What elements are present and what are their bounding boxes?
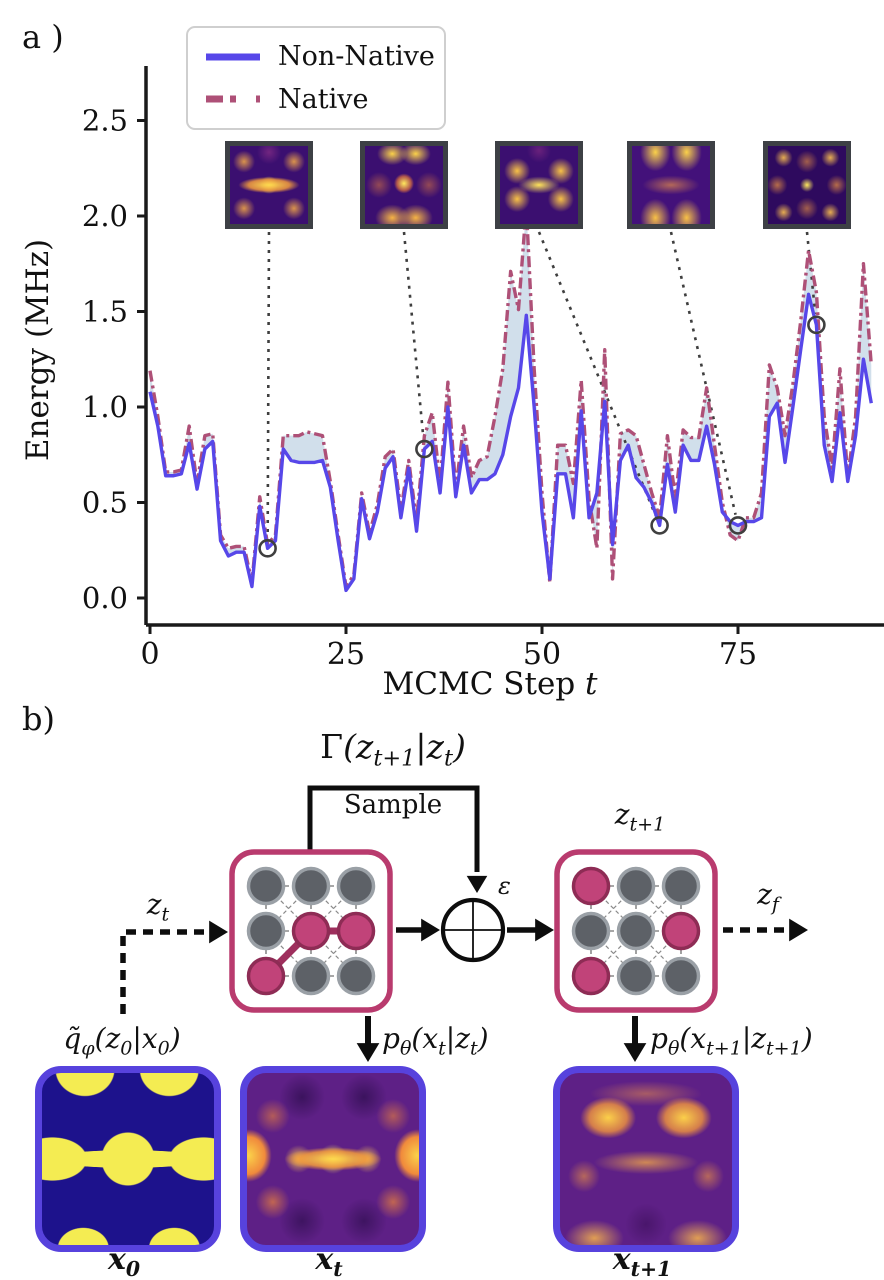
panel-b-label: b): [22, 700, 55, 738]
arrowhead: [789, 918, 808, 942]
arrowhead: [466, 875, 488, 893]
encoder-label: q̃φ(z0|x0): [63, 1022, 181, 1060]
sample-path: [307, 785, 480, 872]
non-native-line: [148, 292, 873, 593]
spin-node: [616, 956, 656, 996]
inset-connector-line: [402, 231, 425, 439]
spin-node-active: [571, 956, 611, 996]
y-tick-label: 2.0: [82, 199, 128, 233]
zt-label: zt: [146, 888, 170, 926]
decoder-t1-label: pθ(xt+1|zt+1): [650, 1022, 813, 1060]
spin-node-active: [291, 911, 331, 951]
inset-heatmap-1: [225, 141, 313, 229]
inset-heatmap-2: [360, 141, 448, 229]
spin-node: [571, 911, 611, 951]
x-tick-label: 25: [327, 637, 365, 672]
spin-node-active: [336, 911, 376, 951]
inset-heatmap-5: [763, 141, 851, 229]
arrowhead: [421, 918, 440, 942]
spin-node: [246, 866, 286, 906]
marked-point: [728, 516, 748, 535]
decoder-t-label: pθ(xt|zt): [382, 1022, 489, 1060]
arrowhead: [623, 1043, 647, 1062]
arrowhead: [535, 918, 554, 942]
spin-node: [661, 956, 701, 996]
panel-a-label: a ): [22, 18, 64, 56]
x-tick-label: 75: [719, 637, 757, 672]
inset-heatmap-3: [495, 141, 583, 229]
marked-point: [258, 539, 277, 558]
spin-node: [336, 956, 376, 996]
spin-node: [616, 911, 656, 951]
caption-xt1: xt+1: [612, 1242, 672, 1280]
spin-node: [246, 911, 286, 951]
arrowhead: [356, 1043, 380, 1062]
spin-node-active: [246, 956, 286, 996]
y-tick-label: 1.5: [82, 295, 128, 329]
spin-node-active: [571, 866, 611, 906]
native-line: [148, 204, 873, 589]
y-tick-label: 0.0: [82, 581, 128, 615]
spin-node: [661, 866, 701, 906]
legend-item-native: Native: [188, 84, 444, 115]
x-tick-label: 50: [523, 637, 561, 672]
y-tick-label: 0.5: [82, 486, 128, 520]
spin-node: [616, 866, 656, 906]
spin-node-active: [661, 911, 701, 951]
marked-point: [807, 315, 826, 335]
spin-node: [291, 956, 331, 996]
inset-connector-line: [537, 231, 657, 516]
zt1-label: zt+1: [614, 798, 666, 836]
sample-label: Sample: [343, 790, 443, 820]
marked-point: [415, 439, 434, 459]
legend-item-non-native: Non-Native: [188, 41, 444, 72]
x-axis-label: MCMC Step t: [382, 666, 598, 702]
y-tick-label: 2.5: [82, 104, 128, 138]
image-xt: [240, 1066, 426, 1252]
spin-node: [336, 866, 376, 906]
legend-label-native: Native: [278, 83, 369, 115]
x-tick-label: 0: [140, 637, 159, 672]
caption-xt: xt: [315, 1242, 343, 1280]
y-tick-label: 1.0: [82, 390, 128, 424]
legend-swatch-non-native: [206, 53, 260, 61]
zt-input-path: [120, 929, 206, 1014]
marked-point: [650, 516, 669, 535]
inset-connector-line: [669, 231, 737, 515]
inset-connector-line: [266, 231, 271, 538]
arrowhead: [209, 920, 228, 944]
zf-label: zf: [757, 878, 779, 916]
y-axis-label: Energy (MHz): [20, 238, 56, 462]
legend-label-non-native: Non-Native: [278, 41, 435, 73]
transition-kernel-label: Γ(zt+1|zt): [320, 727, 466, 772]
epsilon-label: ε: [498, 872, 511, 900]
legend-swatch-native: [206, 95, 260, 103]
caption-x0: x0: [107, 1242, 141, 1280]
inset-heatmap-4: [627, 141, 715, 229]
image-x0: [35, 1066, 221, 1252]
spin-node: [291, 866, 331, 906]
chart-legend: Non-Native Native: [186, 26, 446, 130]
fill-between-region: [150, 206, 872, 591]
image-xt1: [553, 1066, 739, 1252]
